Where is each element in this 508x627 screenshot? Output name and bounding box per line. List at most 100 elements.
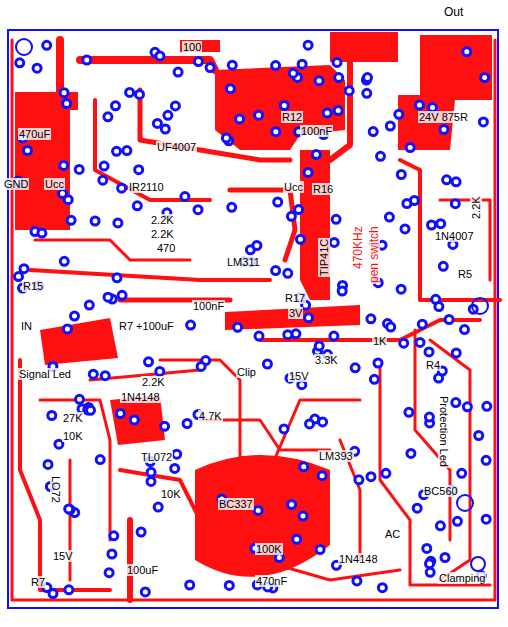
pad [161, 125, 169, 133]
pad [295, 206, 303, 214]
pad [440, 125, 448, 133]
pad [305, 314, 313, 322]
pad [272, 128, 280, 136]
pad [96, 456, 104, 464]
pad [48, 412, 56, 420]
pad [385, 213, 393, 221]
pad [43, 41, 51, 49]
pad [60, 257, 68, 265]
part-label: Ucc [283, 181, 304, 193]
part-label: 2.2K [150, 228, 175, 240]
pad [428, 221, 436, 229]
pad [318, 472, 326, 480]
part-label: Out [443, 6, 464, 18]
pad [116, 410, 124, 418]
part-label: 1N4148 [338, 553, 379, 565]
pad [91, 217, 99, 225]
pad [315, 342, 323, 350]
pad [171, 464, 179, 472]
pad [63, 325, 71, 333]
pad [370, 375, 378, 383]
pad [323, 109, 331, 117]
part-label: R7 +100uF [118, 320, 175, 332]
pad [426, 560, 434, 568]
pad [63, 100, 71, 108]
pad [153, 119, 161, 127]
pad [195, 58, 203, 66]
part-label: R16 [312, 183, 334, 195]
pad [154, 503, 162, 511]
pad [423, 544, 431, 552]
pad [345, 87, 353, 95]
pad [206, 64, 214, 72]
part-label: pen switch [368, 225, 380, 284]
pad [137, 528, 145, 536]
part-label: 100uF [126, 564, 159, 576]
part-label: 3.3K [314, 354, 339, 366]
pad [33, 64, 41, 72]
part-label: 10K [160, 488, 182, 500]
pad [280, 425, 288, 433]
pad [141, 588, 149, 596]
pad [416, 101, 424, 109]
pad [405, 408, 413, 416]
part-label: Clip [236, 366, 257, 378]
pad [186, 581, 194, 589]
part-label: 10K [62, 430, 84, 442]
pad [147, 477, 155, 485]
pad [284, 269, 292, 277]
pad [397, 285, 405, 293]
part-label: BC337 [218, 498, 254, 510]
pad [453, 517, 461, 525]
pad [65, 505, 73, 513]
pad [481, 74, 489, 82]
pads [14, 41, 491, 597]
part-label: 470 [156, 242, 176, 254]
pad [304, 168, 312, 176]
pad [253, 242, 261, 250]
pad [451, 200, 459, 208]
pad [133, 202, 141, 210]
part-label: 100 [182, 41, 202, 53]
pad [75, 165, 83, 173]
pad [461, 326, 469, 334]
pad [400, 339, 408, 347]
part-label: IN [20, 320, 33, 332]
pad [351, 364, 359, 372]
pad [16, 59, 24, 67]
part-label: R5 [457, 268, 473, 280]
pad [463, 403, 471, 411]
part-label: R15 [22, 280, 44, 292]
pad [452, 399, 460, 407]
pad [386, 122, 394, 130]
part-label: IR2110 [128, 181, 165, 193]
pad [118, 184, 126, 192]
part-label: R17 [284, 292, 306, 304]
pad [355, 476, 363, 484]
part-label: 100nF [300, 125, 333, 137]
pad [171, 102, 179, 110]
pad [335, 74, 343, 82]
pad [395, 110, 403, 118]
pad [156, 367, 164, 375]
part-label: 470KHz [352, 225, 364, 270]
pad [439, 262, 447, 270]
pad [367, 473, 375, 481]
pad [482, 456, 490, 464]
pad [475, 432, 483, 440]
copper-pours [15, 32, 492, 577]
pad [452, 349, 460, 357]
part-label: 4.7K [198, 410, 223, 422]
pad [64, 196, 72, 204]
part-label: 100K [255, 543, 283, 555]
part-label: 100nF [192, 300, 225, 312]
part-label: 1K [372, 335, 387, 347]
part-label: AC [384, 528, 401, 540]
pad [236, 115, 244, 123]
pad [123, 147, 131, 155]
pad [374, 359, 382, 367]
pad [104, 293, 112, 301]
pad [99, 176, 107, 184]
pad [298, 60, 306, 68]
